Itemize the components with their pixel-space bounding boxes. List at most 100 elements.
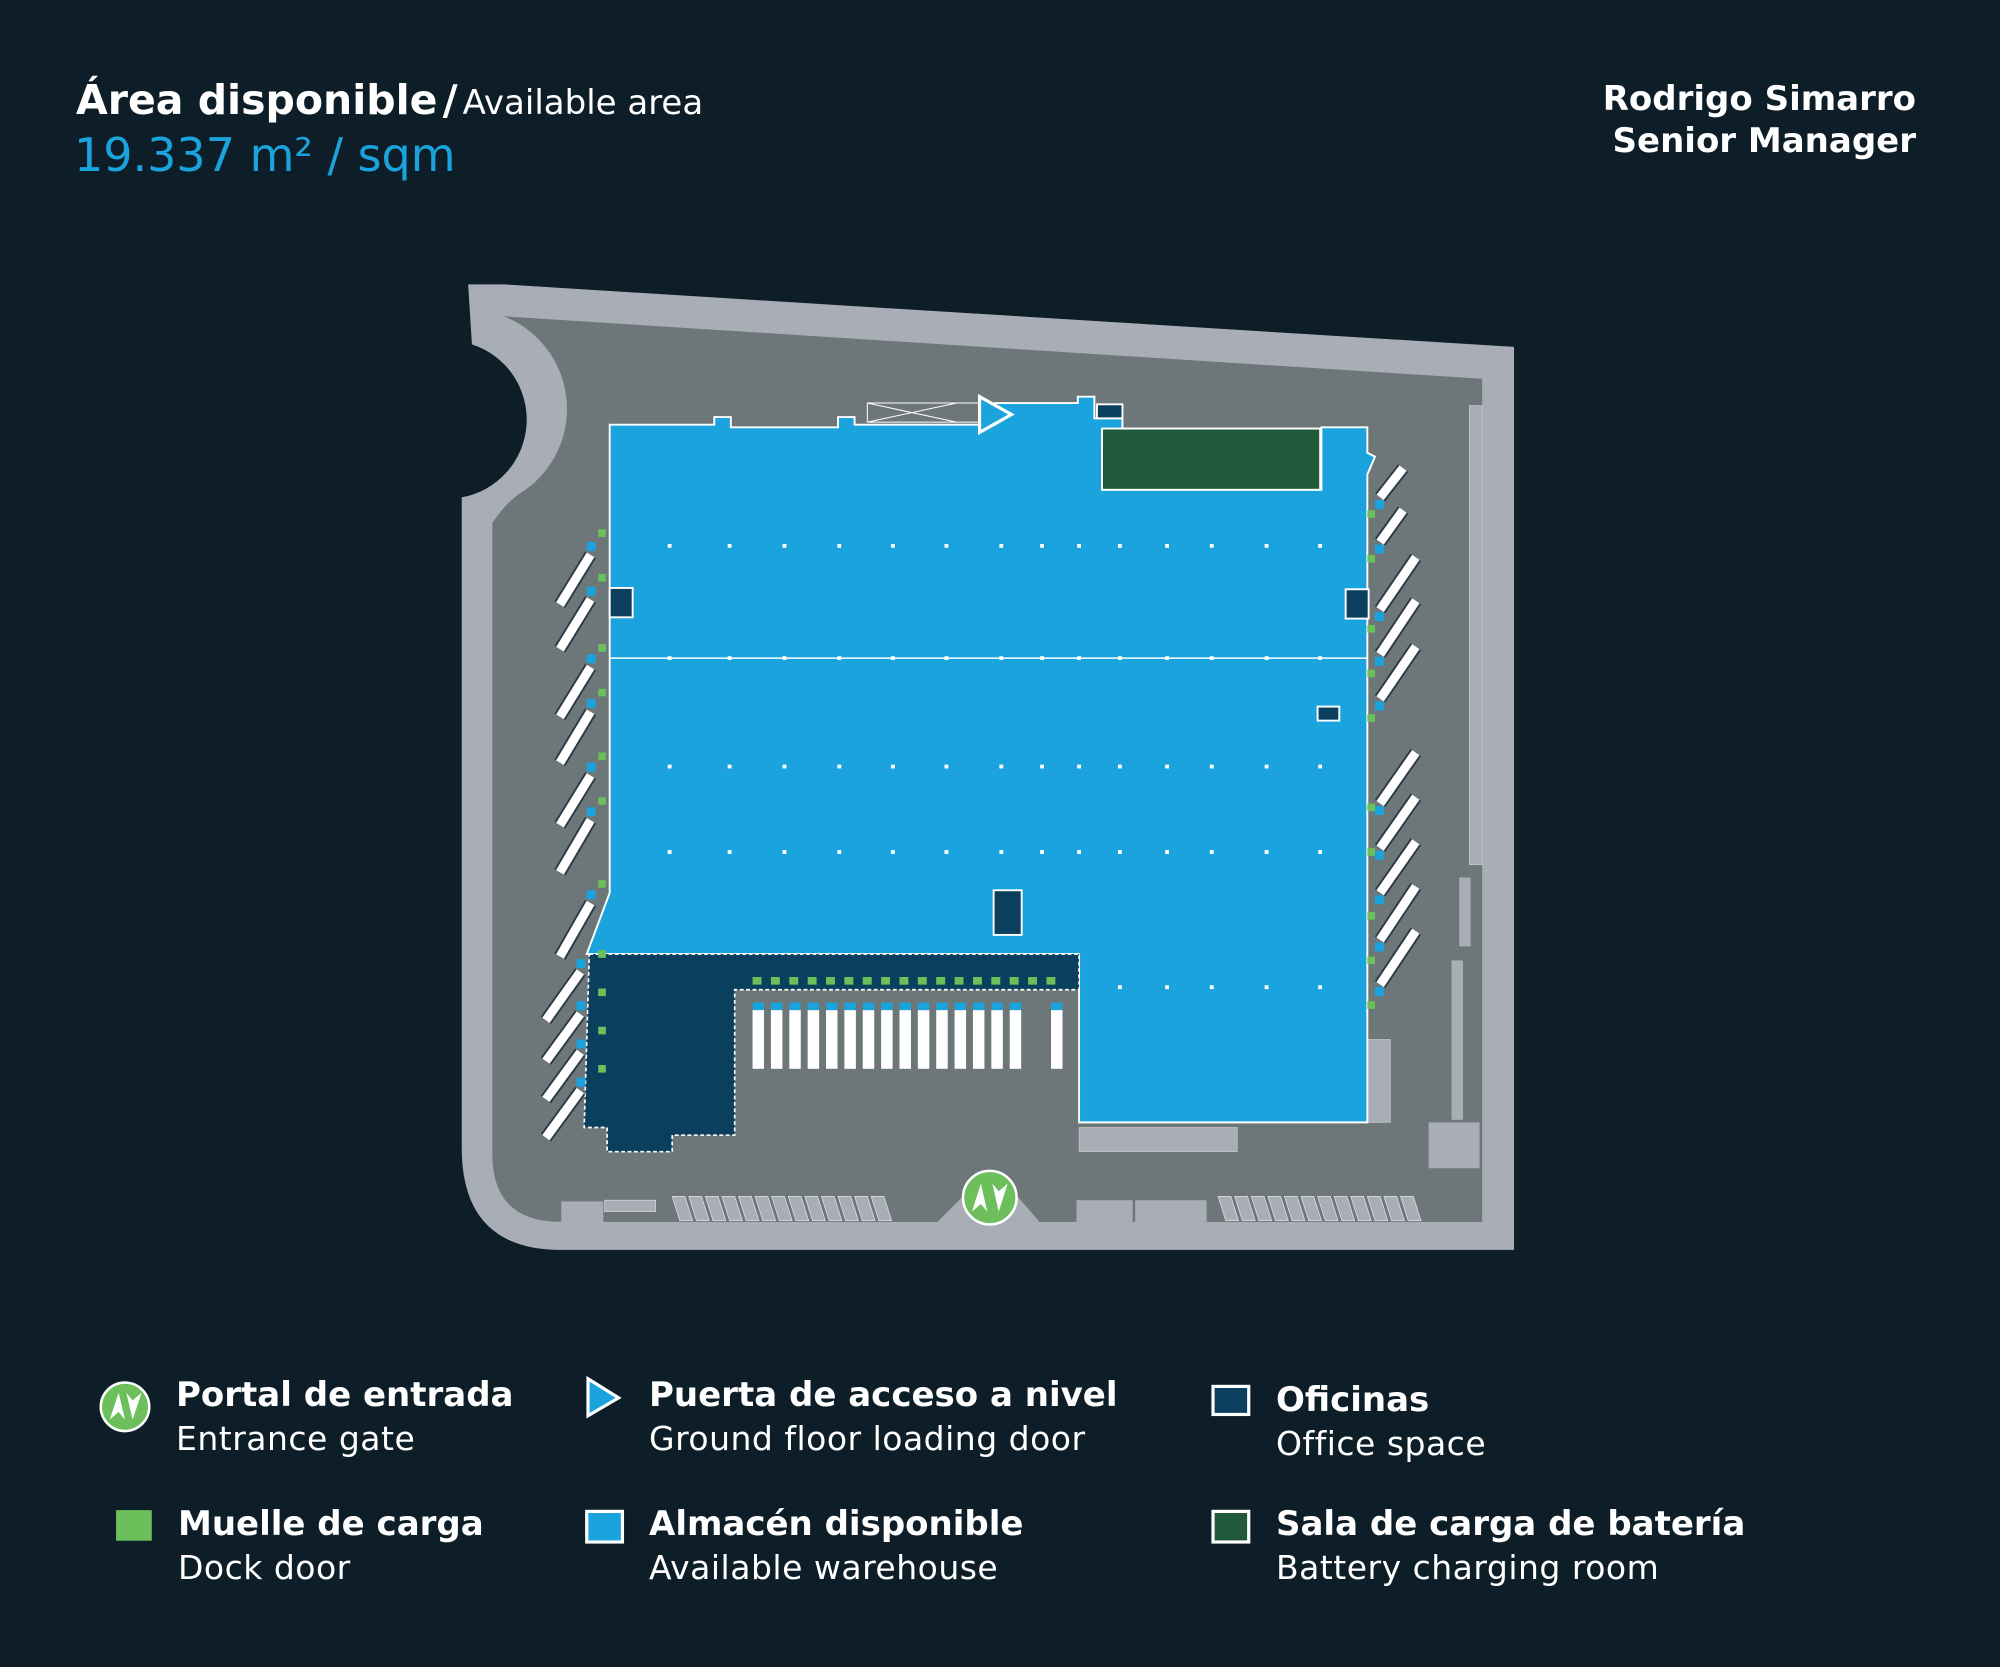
truck-cab [586,542,596,551]
truck [1051,1010,1063,1069]
truck-cab [1375,701,1384,711]
truck-cab [881,1002,893,1011]
truck [556,597,595,652]
column-dot [1117,850,1122,854]
dock-door [899,976,909,985]
column-dot [727,764,732,769]
truck [1376,839,1420,896]
parking-space [837,1195,859,1221]
truck-cab [770,1002,783,1011]
truck [899,1010,911,1069]
parking-strip-right-3 [1451,960,1464,1120]
column-dot [1117,543,1122,548]
entrance-gate-icon[interactable] [961,1169,1018,1226]
legend-ground-floor-door-icon [586,1375,622,1419]
dock-door [789,976,799,985]
column-dot [837,850,842,854]
dock-door [598,644,606,652]
parking-space [1267,1195,1289,1221]
column-dot [727,543,732,548]
column-dot [782,656,787,661]
dock-door [752,976,762,985]
truck-cab [1375,942,1384,952]
parking-strip-right-2 [1459,877,1471,947]
column-dot [1264,656,1269,661]
office-space-main [583,953,1080,1153]
parking-space [1350,1195,1372,1221]
truck-cab [1375,656,1384,666]
title-en: Available area [462,83,704,123]
truck [936,1010,948,1069]
column-dot [890,850,895,854]
dock-door [844,976,854,985]
parking-space [1399,1195,1422,1221]
truck-cab [862,1002,875,1011]
truck-cab [586,807,596,817]
legend-office-icon [1211,1384,1251,1417]
legend-item-entrance-gate: Portal de entrada Entrance gate [176,1375,513,1458]
dock-door [598,880,606,888]
column-dot [1077,850,1081,854]
truck-cab [807,1002,820,1011]
truck [770,1010,783,1069]
truck [556,900,595,959]
dock-door [991,976,1001,985]
parking-space [754,1195,777,1221]
column-dot [1264,543,1269,548]
legend-item-ground-floor-door: Puerta de acceso a nivel Ground floor lo… [649,1375,1117,1458]
pad-4 [1135,1200,1207,1222]
column-dot [1209,850,1214,854]
dock-door [1367,848,1375,856]
column-dot [1264,850,1269,854]
dock-door [1367,624,1375,633]
truck [1376,883,1420,943]
parking-space [721,1195,743,1221]
column-dot [1117,764,1122,769]
truck-cab [844,1002,856,1011]
dock-door [881,976,891,985]
parking-space [1383,1195,1405,1221]
truck [1376,928,1420,988]
parking-space [671,1195,694,1221]
truck [789,1010,801,1069]
legend-item-warehouse: Almacén disponible Available warehouse [649,1504,1023,1587]
truck-cab [954,1002,967,1011]
parking-space [1250,1195,1273,1221]
truck [556,773,595,828]
legend-label-es: Muelle de carga [178,1504,484,1544]
contact-role: Senior Manager [1612,121,1916,161]
legend-item-battery-room: Sala de carga de batería Battery chargin… [1276,1504,1745,1587]
truck [1376,554,1420,613]
dock-trucks [540,464,1422,1142]
column-dot [944,656,949,661]
truck [862,1010,875,1069]
column-dot [1040,656,1045,661]
dock-door [598,797,606,805]
truck [1376,507,1407,545]
truck-cab [586,698,596,708]
column-dot [782,764,787,769]
legend-warehouse-icon [585,1509,625,1544]
column-dot [1117,985,1122,990]
pad-1 [561,1201,604,1224]
truck [556,817,595,875]
dock-door [1046,976,1056,985]
column-dot [837,764,842,769]
truck-cab [586,762,596,772]
column-grid [667,543,1323,990]
dock-door [1367,911,1375,920]
truck-cab [1375,895,1384,905]
truck [542,969,584,1023]
truck-cab [586,586,596,596]
ground-floor-door-icon[interactable] [977,393,1015,436]
dock-door [598,1026,606,1035]
truck [826,1010,838,1069]
column-dot [667,543,672,548]
legend-item-dock-door: Muelle de carga Dock door [178,1504,484,1587]
truck-cab [586,654,596,664]
column-dot [837,656,842,661]
column-dot [999,543,1004,548]
truck [954,1010,967,1069]
truck [917,1010,930,1069]
truck-cab [1375,499,1384,509]
